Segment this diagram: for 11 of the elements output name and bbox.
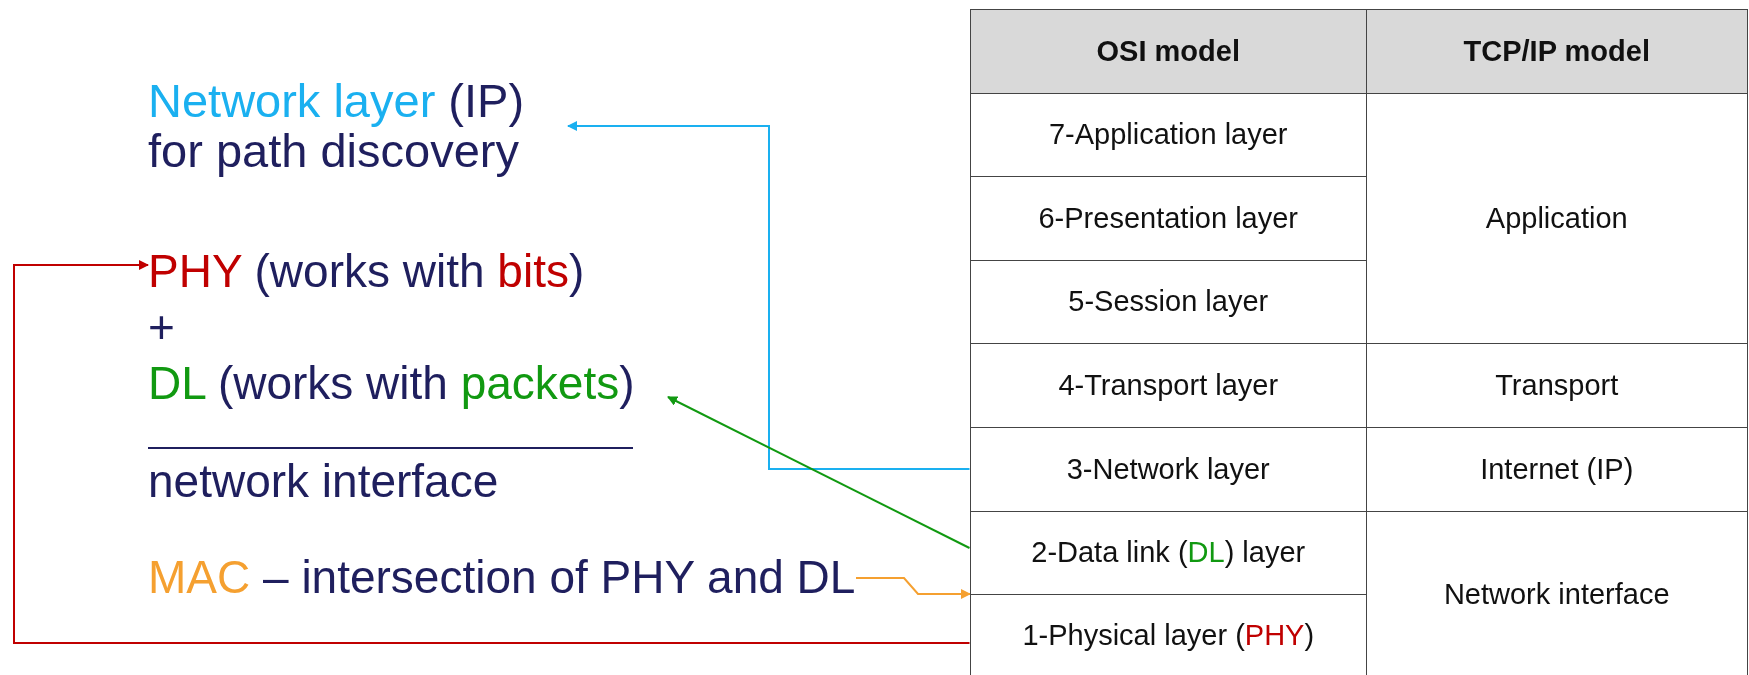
arrow xyxy=(667,396,971,549)
annotation-text: Network layer (IP) for path discovery xyxy=(148,76,526,176)
arrow xyxy=(855,577,971,599)
header-cell: TCP/IP model xyxy=(1365,8,1748,94)
header-cell: OSI model xyxy=(969,8,1367,94)
table xyxy=(970,9,1747,675)
annotation-text: PHY (works with bits) + DL (works with packets) xyxy=(148,244,635,411)
annotation-text: MAC – intersection of PHY and DL xyxy=(148,551,856,603)
arrow xyxy=(567,121,971,470)
annotation-text: network interface xyxy=(148,454,499,509)
arrow xyxy=(13,260,971,644)
